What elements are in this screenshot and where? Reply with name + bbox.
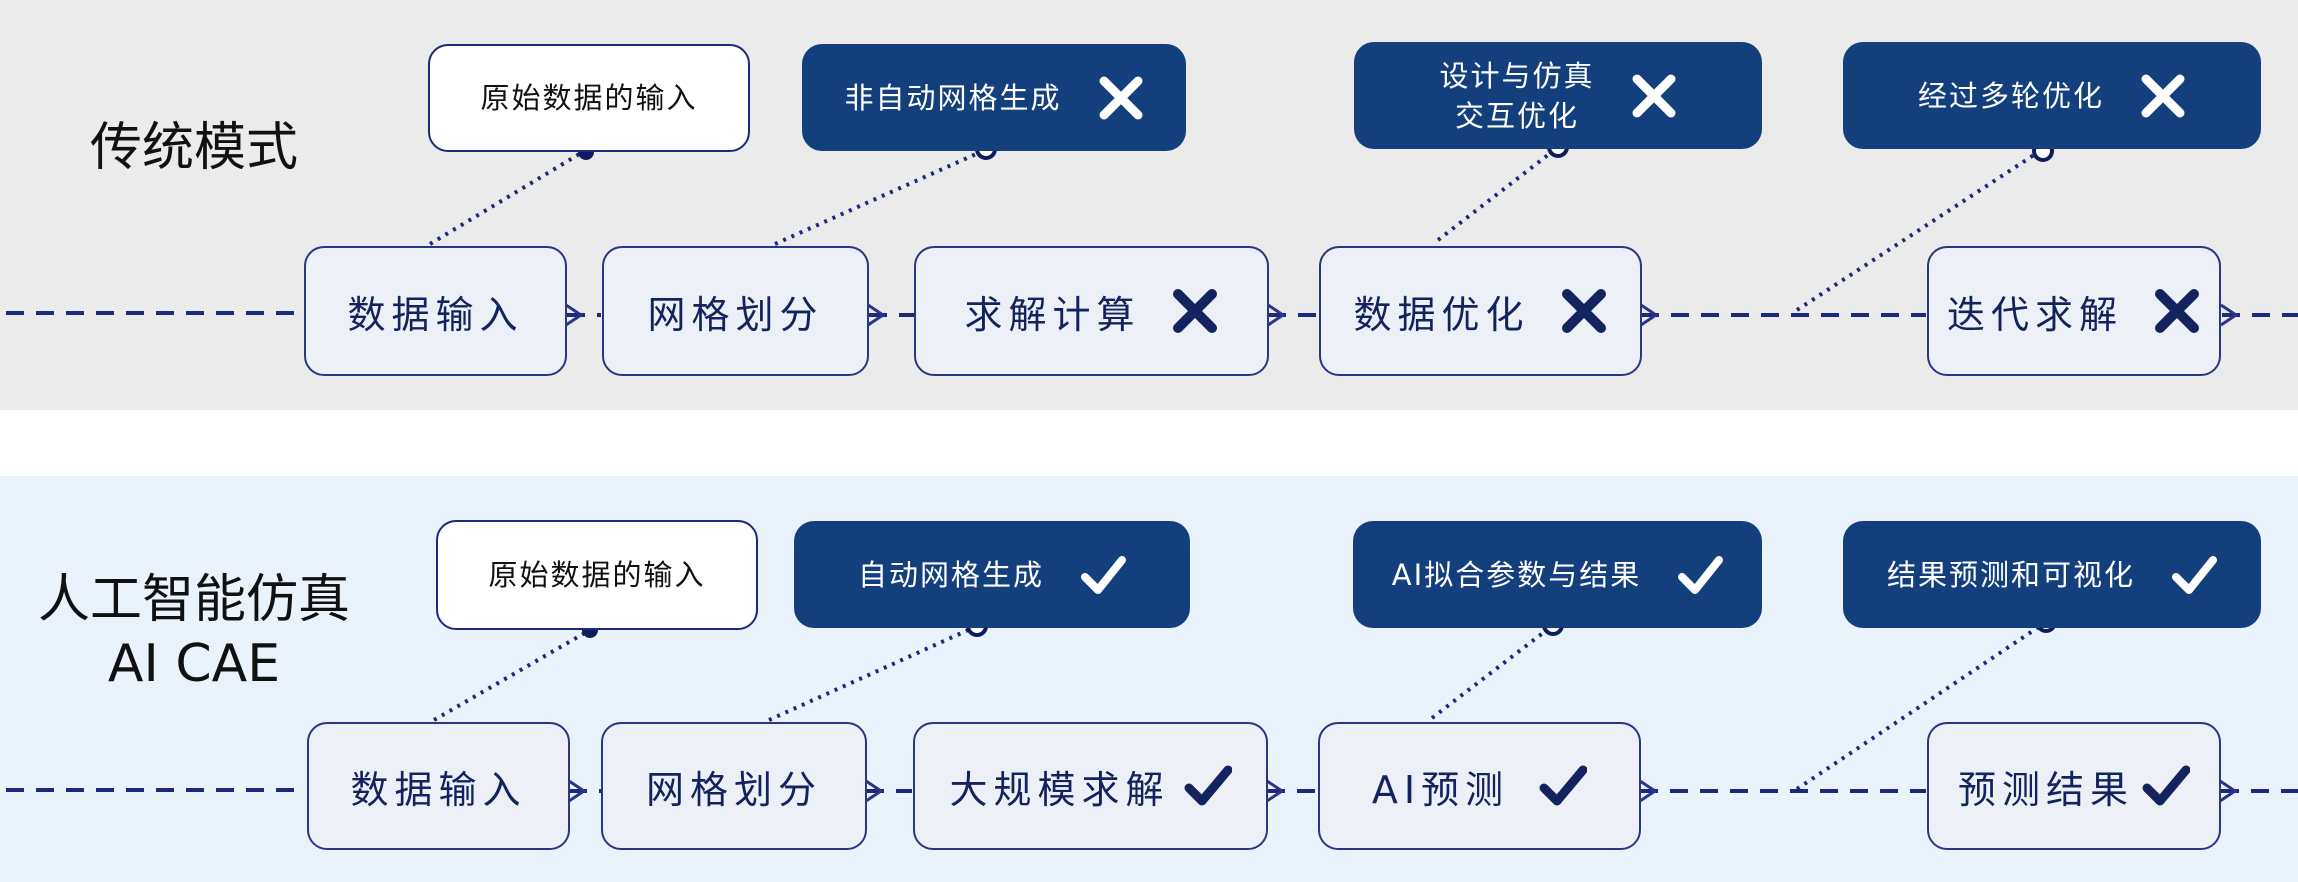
callout-label-line2: 交互优化 [1454, 98, 1579, 133]
cross-icon [2155, 289, 2199, 333]
callout-label: 原始数据的输入 [480, 81, 698, 115]
cross-icon [1632, 74, 1675, 117]
callout-raw-data-input: 原始数据的输入 [436, 520, 758, 630]
step-label: AI预测 [1371, 767, 1510, 812]
check-icon [2172, 555, 2217, 594]
step-data-input: 数据输入 [307, 722, 570, 850]
step-label: 网格划分 [647, 292, 824, 337]
check-icon [2142, 765, 2190, 806]
step-iterative-solve: 迭代求解 [1927, 246, 2221, 376]
step-large-scale-solve: 大规模求解 [913, 722, 1268, 850]
callout-auto-mesh: 自动网格生成 [794, 521, 1190, 628]
ai-cae-title-line1: 人工智能仿真 [38, 570, 351, 630]
check-icon [1081, 555, 1126, 594]
callout-label: AI拟合参数与结果 [1391, 557, 1642, 592]
callout-manual-mesh: 非自动网格生成 [802, 44, 1186, 151]
cross-icon [1172, 289, 1217, 333]
callout-raw-data-input: 原始数据的输入 [428, 44, 750, 152]
callout-label-line1: 设计与仿真 [1439, 58, 1595, 93]
traditional-title: 传统模式 [90, 118, 299, 178]
step-label: 数据输入 [350, 767, 527, 812]
cross-icon [2141, 74, 2185, 117]
step-ai-prediction: AI预测 [1318, 722, 1641, 850]
step-mesh-division: 网格划分 [602, 246, 869, 376]
step-solve-compute: 求解计算 [914, 246, 1269, 376]
ai-cae-title-line2: AI CAE [107, 634, 281, 694]
callout-label: 非自动网格生成 [844, 80, 1062, 115]
callout-label: 原始数据的输入 [488, 558, 706, 592]
step-label: 预测结果 [1957, 767, 2134, 812]
check-icon [1184, 765, 1232, 806]
cross-icon [1561, 289, 1606, 333]
step-label: 数据输入 [347, 292, 524, 337]
ai-cae-title: 人工智能仿真 AI CAE [38, 568, 350, 696]
step-data-optimization: 数据优化 [1319, 246, 1642, 376]
check-icon [1539, 765, 1588, 806]
callout-ai-fit-params: AI拟合参数与结果 [1353, 521, 1762, 628]
check-icon [1678, 555, 1724, 594]
step-label: 迭代求解 [1946, 292, 2123, 337]
step-label: 求解计算 [964, 292, 1141, 337]
callout-design-sim-interaction: 设计与仿真 交互优化 [1354, 42, 1762, 149]
callout-label: 结果预测和可视化 [1886, 557, 2135, 592]
cross-icon [1099, 76, 1142, 119]
step-prediction-result: 预测结果 [1927, 722, 2221, 850]
step-label: 数据优化 [1353, 292, 1530, 337]
callout-label: 自动网格生成 [857, 557, 1044, 592]
callout-result-prediction-visualization: 结果预测和可视化 [1843, 521, 2261, 628]
step-data-input: 数据输入 [304, 246, 567, 376]
step-label: 网格划分 [645, 767, 822, 812]
step-mesh-division: 网格划分 [601, 722, 867, 850]
step-label: 大规模求解 [949, 767, 1170, 812]
callout-multi-round-optimization: 经过多轮优化 [1843, 42, 2261, 149]
callout-label: 经过多轮优化 [1917, 78, 2104, 113]
